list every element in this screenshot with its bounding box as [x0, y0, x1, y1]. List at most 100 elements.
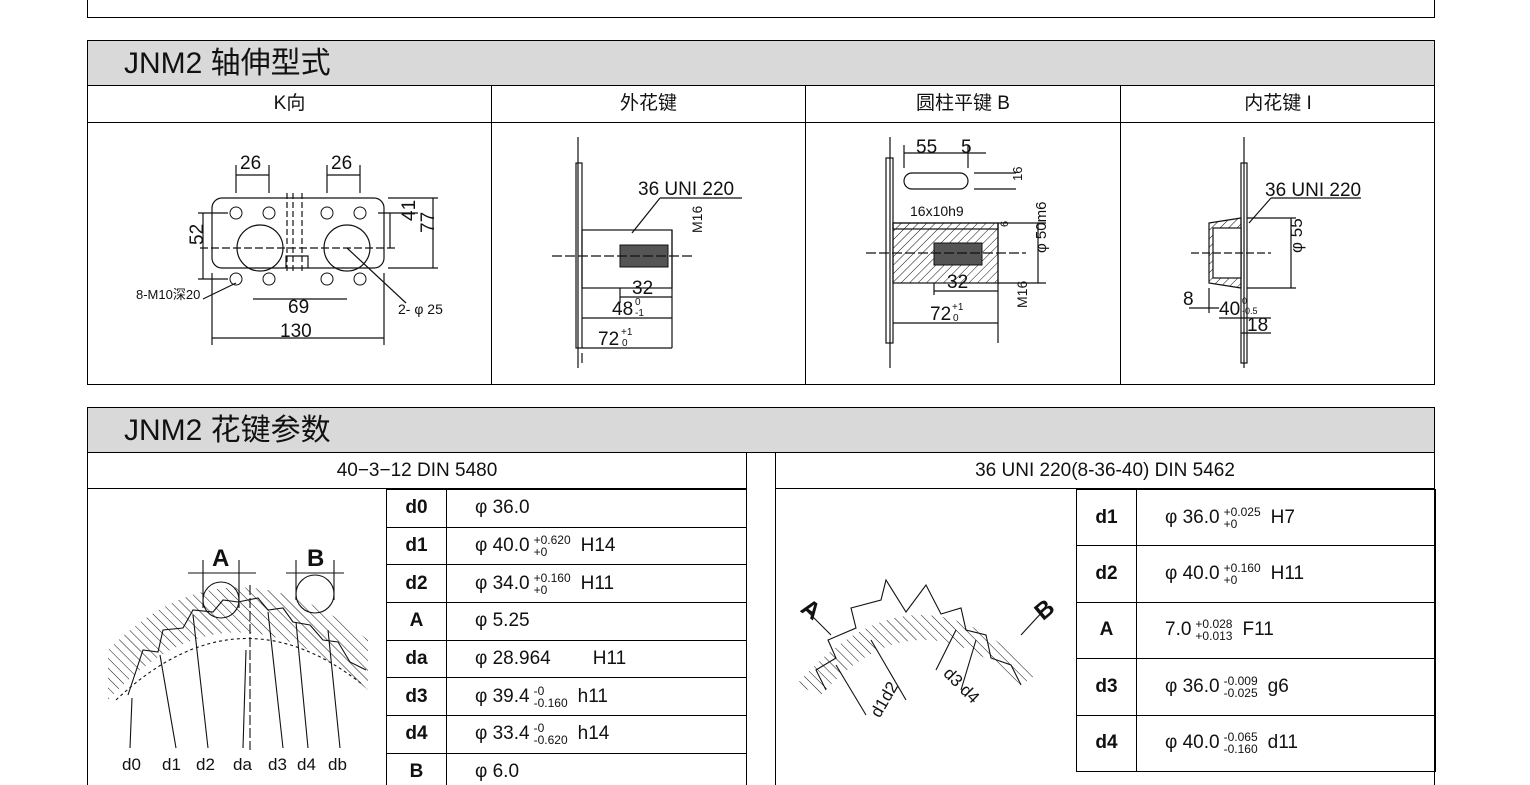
param-symbol: d2 — [386, 564, 447, 604]
din5480-label-db: db — [328, 755, 347, 774]
param-value-cell: φ 28.964 H11 — [446, 639, 747, 679]
int-dim-18: 18 — [1247, 315, 1268, 336]
param-value: φ 39.4 — [475, 685, 530, 707]
param-value: φ 40.0 — [1165, 563, 1220, 585]
param-tolerance: +0.160+0 — [1224, 562, 1261, 586]
ext-dim-72: 72 — [598, 329, 619, 350]
param-value-cell: φ 34.0+0.160+0 H11 — [446, 564, 747, 604]
spline-params-header: JNM2 花键参数 — [87, 407, 1435, 453]
param-value: φ 6.0 — [475, 761, 520, 783]
param-symbol: d4 — [1076, 714, 1137, 772]
int-dim-40-tol-lo: -0.5 — [1242, 306, 1258, 316]
k-dim-26a: 26 — [240, 153, 261, 174]
din5462-title: 36 UNI 220(8-36-40) DIN 5462 — [776, 452, 1434, 489]
col-head-flat-key: 圆柱平键 B — [806, 85, 1121, 123]
param-tolerance-upper: +0.028 — [1195, 617, 1233, 632]
int-dim-40: 40 — [1219, 299, 1240, 320]
param-tolerance-lower: +0 — [533, 582, 548, 597]
param-value: φ 33.4 — [475, 723, 530, 745]
din5462-diagram: A B d1d2 d3 d4 — [796, 578, 1060, 721]
param-tolerance-lower: +0 — [1223, 573, 1238, 588]
int-spline-label: 36 UNI 220 — [1265, 180, 1361, 201]
key-dim-6: 6 — [999, 221, 1011, 227]
param-row: d2 φ 40.0+0.160+0 H11 — [1076, 545, 1436, 603]
param-tolerance-upper: -0 — [533, 683, 545, 698]
param-tolerance: +0.025+0 — [1224, 506, 1261, 530]
din5480-label-d3: d3 — [268, 755, 287, 774]
k-bolt-note: 8-M10深20 — [136, 287, 200, 302]
param-tolerance: -0-0.160 — [534, 685, 568, 709]
key-dim-55: 55 — [916, 137, 937, 158]
k-view-drawing: 26 26 52 41 77 69 130 8-M10深20 2- φ 25 — [88, 123, 492, 384]
ext-dim-32: 32 — [632, 278, 653, 299]
param-value: φ 36.0 — [475, 497, 530, 519]
param-value-cell: φ 40.0+0.160+0 H11 — [1136, 545, 1436, 603]
param-tolerance: -0.009-0.025 — [1224, 675, 1258, 699]
param-tolerance: +0.160+0 — [534, 572, 571, 596]
param-tolerance-lower: -0.160 — [1223, 742, 1258, 757]
param-tolerance-upper: +0.025 — [1223, 504, 1261, 519]
key-dim-72: 72 — [930, 304, 951, 325]
int-bore-label: φ 55 — [1287, 218, 1306, 253]
din5462-label-a: A — [796, 594, 826, 626]
param-value-cell: φ 40.0-0.065-0.160 d11 — [1136, 714, 1436, 772]
key-shaft-label: φ 50m6 — [1033, 202, 1050, 253]
din5462-label-d3d4: d3 d4 — [940, 664, 984, 708]
spline-params-title: JNM2 花键参数 — [124, 414, 331, 447]
key-dim-72-tol-lo: 0 — [953, 313, 959, 324]
ext-dim-48: 48 — [612, 299, 633, 320]
param-value: φ 34.0 — [475, 572, 530, 594]
param-symbol: B — [386, 752, 447, 785]
din5480-label-d2: d2 — [196, 755, 215, 774]
param-symbol: A — [386, 602, 447, 641]
din5480-diagram: A B d0 d1 d2 da d3 d4 db — [108, 545, 368, 774]
param-fit-class: H11 — [1270, 563, 1305, 585]
din5462-panel: 36 UNI 220(8-36-40) DIN 5462 A B d1d2 d3… — [775, 452, 1436, 785]
key-size-label: 16x10h9 — [910, 203, 964, 219]
param-symbol: d2 — [1076, 545, 1137, 603]
param-value-cell: φ 5.25 — [446, 602, 747, 641]
param-value: φ 28.964 — [475, 648, 551, 670]
param-row: d4 φ 40.0-0.065-0.160 d11 — [1076, 714, 1436, 772]
param-symbol: d4 — [386, 715, 447, 754]
din5480-label-a: A — [212, 545, 229, 572]
param-symbol: d0 — [386, 489, 447, 528]
param-tolerance-upper: +0.620 — [533, 533, 571, 548]
flat-key-drawing: 55 5 16 16x10h9 6 φ 50m6 M16 32 72 +1 0 — [806, 123, 1121, 384]
param-value-cell: φ 39.4-0-0.160 h11 — [446, 677, 747, 717]
external-spline-drawing: 36 UNI 220 M16 32 48 0 -1 72 +1 0 — [492, 123, 806, 384]
param-fit-class: H11 — [580, 572, 615, 594]
param-fit-class: H11 — [592, 648, 627, 670]
param-fit-class: h14 — [577, 723, 610, 745]
param-value: φ 40.0 — [1165, 732, 1220, 754]
param-fit-class: d11 — [1267, 732, 1298, 754]
param-tolerance-lower: -0.025 — [1223, 685, 1258, 700]
int-dim-8: 8 — [1183, 289, 1194, 310]
param-tolerance-upper: -0.065 — [1223, 730, 1258, 745]
param-value: φ 36.0 — [1165, 675, 1220, 697]
param-symbol: d1 — [386, 526, 447, 566]
param-value: φ 40.0 — [475, 535, 530, 557]
internal-spline-drawing: 36 UNI 220 φ 55 8 40 0 -0.5 18 — [1121, 123, 1435, 384]
ext-spline-label: 36 UNI 220 — [638, 179, 734, 200]
param-fit-class: h11 — [577, 685, 608, 707]
param-fit-class: F11 — [1242, 619, 1274, 641]
param-value-cell: φ 6.0 — [446, 752, 747, 785]
ext-dim-72-tol-lo: 0 — [622, 338, 628, 349]
ext-dim-48-tol-up: 0 — [635, 297, 641, 308]
shaft-type-table: K向 外花键 圆柱平键 B 内花键 I — [87, 85, 1435, 385]
param-tolerance-upper: +0.160 — [1223, 561, 1261, 576]
k-dim-69: 69 — [288, 297, 309, 318]
col-head-internal-spline: 内花键 I — [1121, 85, 1435, 123]
key-dim-32: 32 — [947, 272, 968, 293]
shaft-type-title: JNM2 轴伸型式 — [124, 47, 331, 80]
